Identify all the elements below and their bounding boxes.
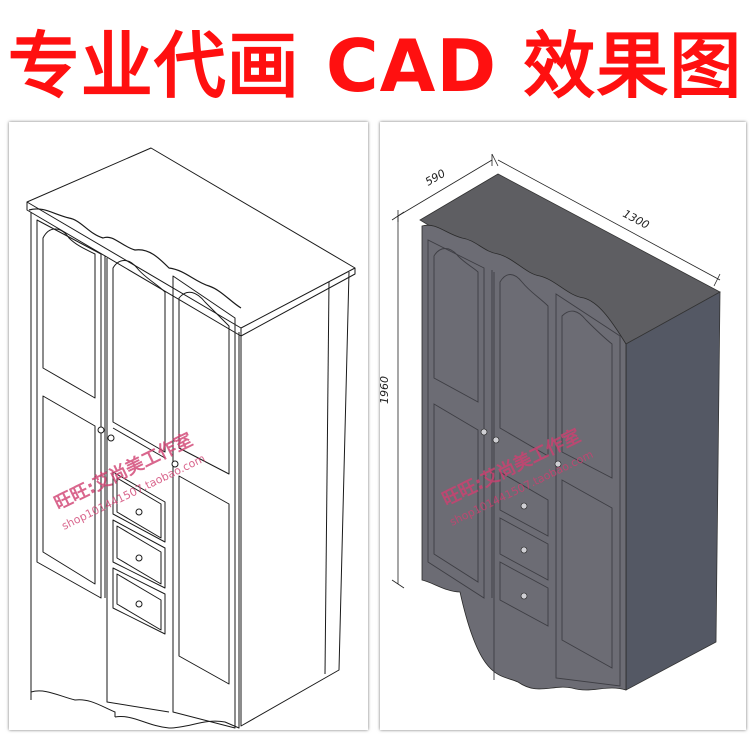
dimension-lines: [391, 153, 721, 589]
render-front: [421, 224, 627, 691]
width-dimension-label: 1300: [621, 207, 652, 232]
page-title: 专业代画 CAD 效果图: [7, 23, 743, 108]
wardrobe-render: 590 1300 1960: [380, 153, 721, 691]
render-panel: 590 1300 1960: [380, 122, 746, 730]
height-dimension-label: 1960: [380, 376, 391, 404]
line-drawing-panel: [9, 122, 368, 730]
render-side: [625, 291, 721, 691]
depth-dimension-label: 590: [423, 167, 448, 189]
wardrobe-line-drawing: [26, 147, 356, 729]
